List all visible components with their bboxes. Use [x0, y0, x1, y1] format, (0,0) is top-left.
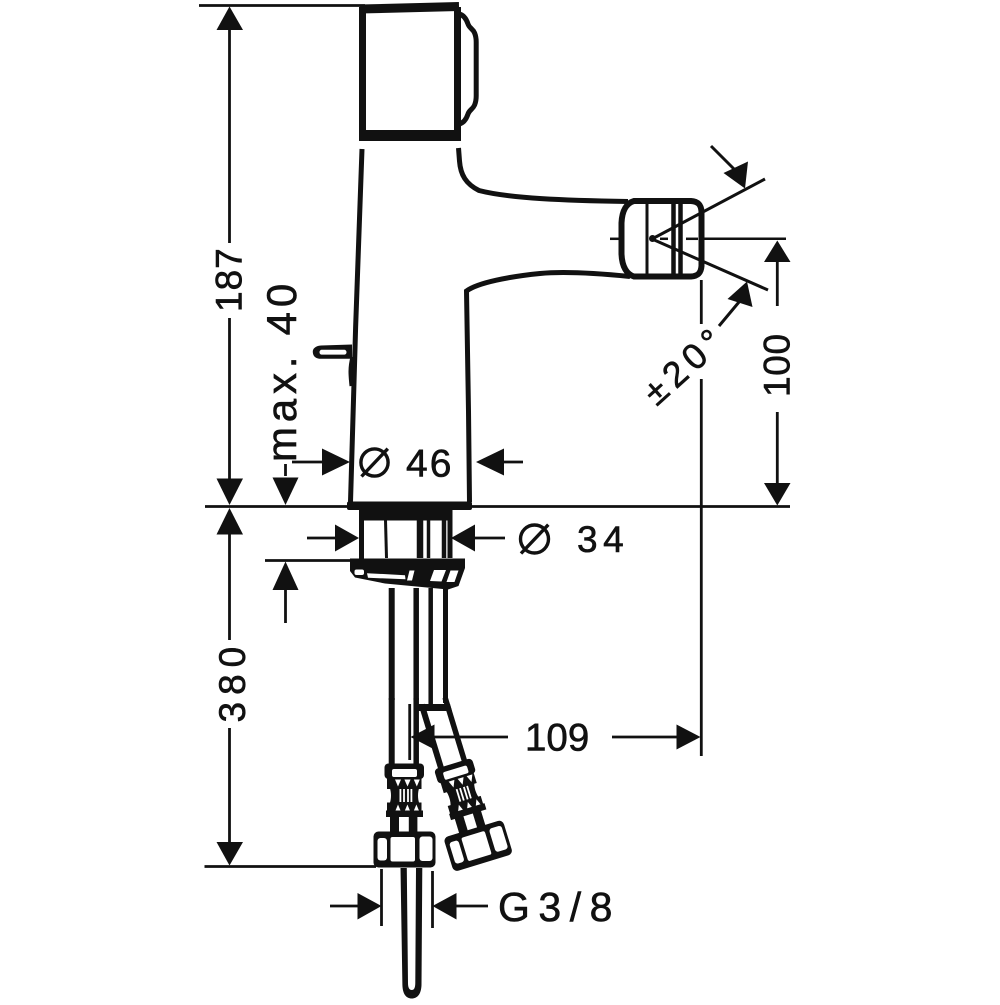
- svg-text:max. 40: max. 40: [258, 279, 305, 462]
- svg-text:±20°: ±20°: [635, 317, 735, 413]
- svg-text:G3/8: G3/8: [498, 884, 621, 930]
- svg-text:187: 187: [209, 247, 250, 312]
- svg-text:109: 109: [525, 717, 589, 760]
- svg-text:46: 46: [406, 443, 453, 486]
- svg-text:380: 380: [212, 640, 253, 723]
- svg-text:100: 100: [757, 333, 798, 397]
- svg-text:34: 34: [577, 519, 629, 560]
